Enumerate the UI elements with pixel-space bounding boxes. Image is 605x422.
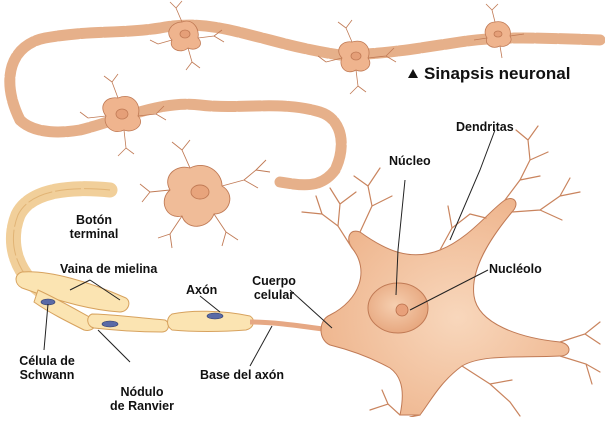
label-axon: Axón xyxy=(186,283,218,297)
triangle-up-icon xyxy=(408,69,418,78)
label-base-axon: Base del axón xyxy=(200,368,285,382)
label-celula-schwann-line1: Célula de xyxy=(19,354,75,368)
label-nucleo: Núcleo xyxy=(389,154,431,168)
label-nodulo-ranvier: Nódulo de Ranvier xyxy=(104,385,180,413)
label-nodulo-ranvier-line1: Nódulo xyxy=(120,385,164,399)
label-cuerpo-celular: Cuerpo celular xyxy=(246,274,302,302)
label-nucleolo: Nucléolo xyxy=(489,262,542,276)
label-celula-schwann-line2: Schwann xyxy=(19,368,75,382)
main-cell-body xyxy=(301,125,601,418)
label-celula-schwann: Célula de Schwann xyxy=(14,354,80,382)
upper-axon-chain xyxy=(4,19,605,191)
label-dendritas: Dendritas xyxy=(456,120,514,134)
small-neuron-mid xyxy=(317,19,397,95)
small-neuron-right xyxy=(473,3,525,59)
title-text: Sinapsis neuronal xyxy=(424,64,571,83)
label-cuerpo-celular-line2: celular xyxy=(253,288,295,302)
small-neuron-left xyxy=(79,73,167,157)
label-cuerpo-celular-line1: Cuerpo xyxy=(252,274,296,288)
medium-neuron xyxy=(139,139,271,249)
label-nodulo-ranvier-line2: de Ranvier xyxy=(110,399,174,413)
diagram-title: Sinapsis neuronal xyxy=(408,64,570,84)
lower-axon-loop xyxy=(5,181,118,298)
leader-lines xyxy=(43,129,496,367)
label-boton-terminal-line1: Botón xyxy=(75,213,113,227)
axon xyxy=(249,319,331,333)
small-neuron-top xyxy=(149,0,225,71)
label-vaina-mielina: Vaina de mielina xyxy=(60,262,158,276)
label-boton-terminal-line2: terminal xyxy=(69,227,119,241)
nucleolus xyxy=(395,303,409,317)
label-boton-terminal: Botón terminal xyxy=(64,213,124,241)
